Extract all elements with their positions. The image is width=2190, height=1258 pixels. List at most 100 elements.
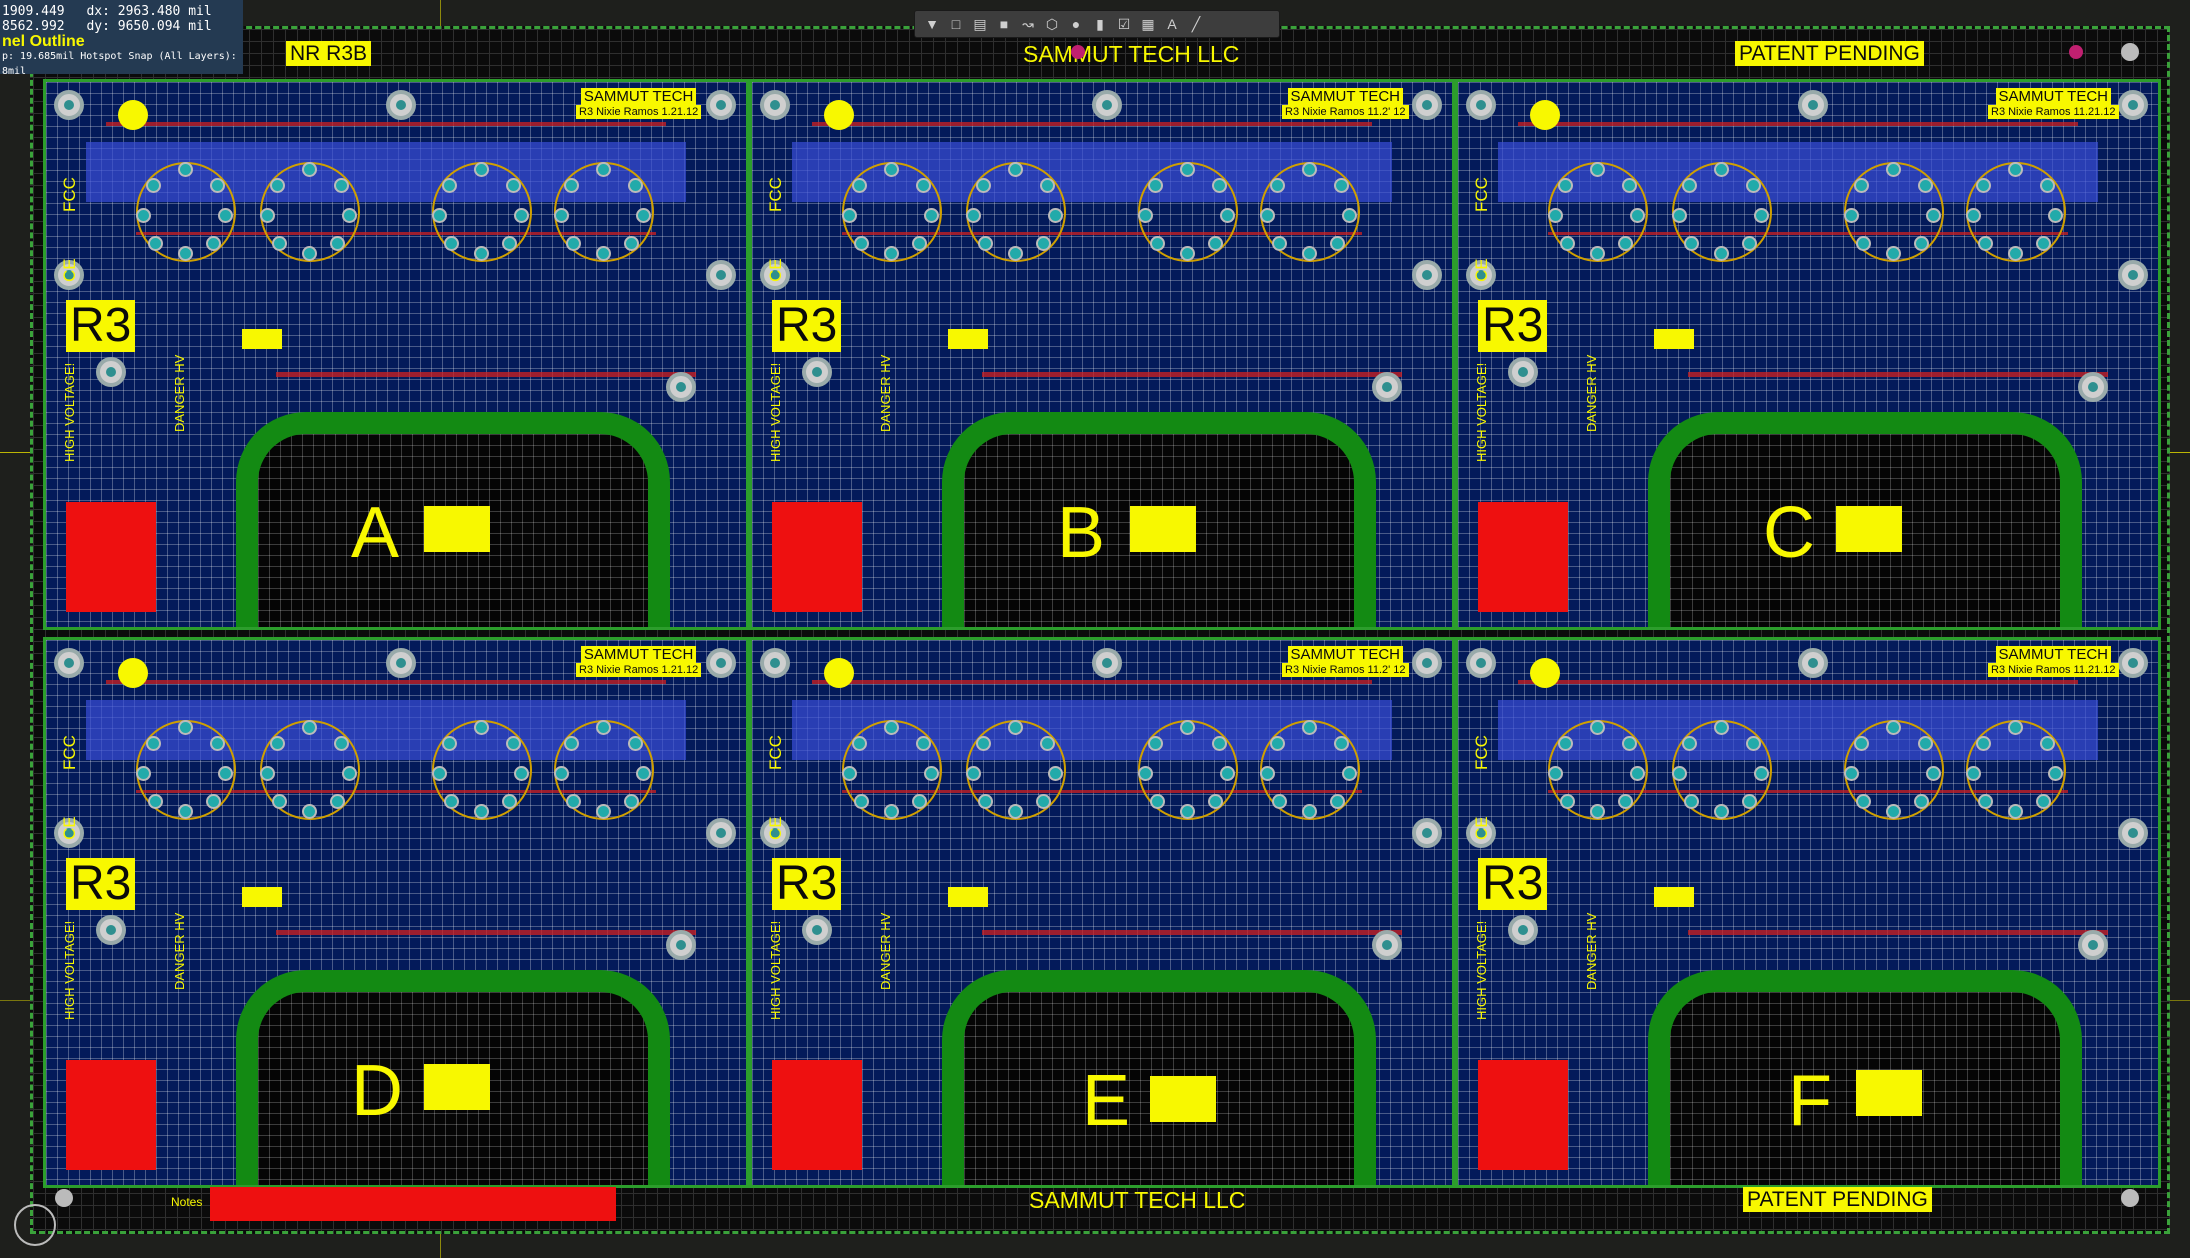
top-patent-label: PATENT PENDING [1735,41,1924,66]
mounting-hole [1412,648,1442,678]
pin1-marker [1530,100,1560,130]
mounting-hole [706,818,736,848]
panel-cutout [942,970,1376,1185]
fcc-mark: FCC [766,177,785,212]
current-layer: nel Outline [2,33,85,50]
board-letter: B [1057,493,1106,573]
square-icon[interactable]: ■ [999,16,1009,32]
mounting-hole [666,372,696,402]
select-rect-icon[interactable]: □ [951,16,961,32]
mounting-hole [1412,260,1442,290]
high-voltage-warning: HIGH VOLTAGE! [1474,362,1489,462]
pcb-panel[interactable]: NR R3B SAMMUT TECH LLC PATENT PENDING SA… [30,26,2170,1234]
danger-hv-warning: DANGER HV [172,912,187,990]
bars-icon[interactable]: ▮ [1096,15,1104,32]
table-icon[interactable]: ▦ [1141,15,1155,32]
mounting-hole [706,648,736,678]
notes-field[interactable] [210,1187,616,1221]
line-icon[interactable]: ╱ [1191,15,1201,32]
mounting-hole [2078,930,2108,960]
mounting-hole [760,648,790,678]
high-voltage-warning: HIGH VOLTAGE! [768,362,783,462]
panel-cutout [1648,412,2082,627]
mounting-hole [760,818,790,848]
compass-icon[interactable] [14,1204,56,1246]
mounting-hole [2118,818,2148,848]
text-icon[interactable]: A [1167,16,1177,32]
pin1-marker [118,100,148,130]
tooling-hole-bottom-left [55,1189,73,1207]
ce-mark: CE [1472,258,1491,282]
board-letter: F [1788,1061,1832,1141]
mounting-hole [96,915,126,945]
mounting-hole [760,90,790,120]
fcc-mark: FCC [1472,177,1491,212]
danger-hv-warning: DANGER HV [878,354,893,432]
serial-box [1150,1076,1216,1122]
mounting-hole [1508,357,1538,387]
mounting-hole [54,648,84,678]
tooling-hole-top-right [2121,43,2139,61]
filter-icon[interactable]: ▼ [925,16,939,32]
mounting-hole [2078,372,2108,402]
mounting-hole [1798,90,1828,120]
top-company-label: SAMMUT TECH LLC [1023,41,1240,67]
mounting-hole [1412,818,1442,848]
x-readout-row: 1909.449 dx: 2963.480 mil [2,4,243,19]
mounting-hole [54,818,84,848]
mounting-hole [2118,260,2148,290]
snap-info: p: 19.685mil Hotspot Snap (All Layers): … [2,51,237,77]
danger-hv-warning: DANGER HV [1584,912,1599,990]
danger-hv-warning: DANGER HV [878,912,893,990]
tooling-hole-bottom-right [2121,1189,2139,1207]
mounting-hole [760,260,790,290]
fcc-mark: FCC [766,735,785,770]
high-voltage-warning: HIGH VOLTAGE! [62,362,77,462]
board-letter: D [351,1051,403,1131]
serial-box [1130,506,1196,552]
mounting-hole [1092,648,1122,678]
bottom-company-label: SAMMUT TECH LLC [1029,1187,1246,1213]
route-icon[interactable]: ↝ [1022,15,1034,32]
mounting-hole [706,260,736,290]
y-value: 8562.992 [2,19,65,34]
revision-mark: R3 [66,858,136,910]
bottom-patent-label: PATENT PENDING [1743,1187,1932,1212]
mounting-hole [2118,648,2148,678]
mounting-hole [1092,90,1122,120]
chart-icon[interactable]: ▤ [973,15,987,32]
revision-mark: R3 [1478,858,1548,910]
mounting-hole [1466,648,1496,678]
mounting-hole [54,260,84,290]
mounting-hole [802,915,832,945]
revision-mark: R3 [1478,300,1548,352]
ce-mark: CE [766,816,785,840]
fiducial-top [1071,45,1085,59]
active-bar-toolbar: ▼ □ ▤ ■ ↝ ⬡ ● ▮ ☑ ▦ A ╱ [914,10,1280,38]
pin-icon[interactable]: ● [1071,16,1081,32]
pin1-marker [824,658,854,688]
danger-hv-warning: DANGER HV [1584,354,1599,432]
fcc-mark: FCC [1472,735,1491,770]
checkbox-icon[interactable]: ☑ [1117,15,1131,32]
fiducial-top-right [2069,45,2083,59]
coordinate-readout: 1909.449 dx: 2963.480 mil 8562.992 dy: 9… [0,0,243,77]
panel-cutout [1648,970,2082,1185]
mounting-hole [1372,372,1402,402]
mounting-hole [1466,818,1496,848]
revision-mark: R3 [66,300,136,352]
fcc-mark: FCC [60,735,79,770]
mounting-hole [1466,260,1496,290]
polygon-icon[interactable]: ⬡ [1045,15,1059,32]
